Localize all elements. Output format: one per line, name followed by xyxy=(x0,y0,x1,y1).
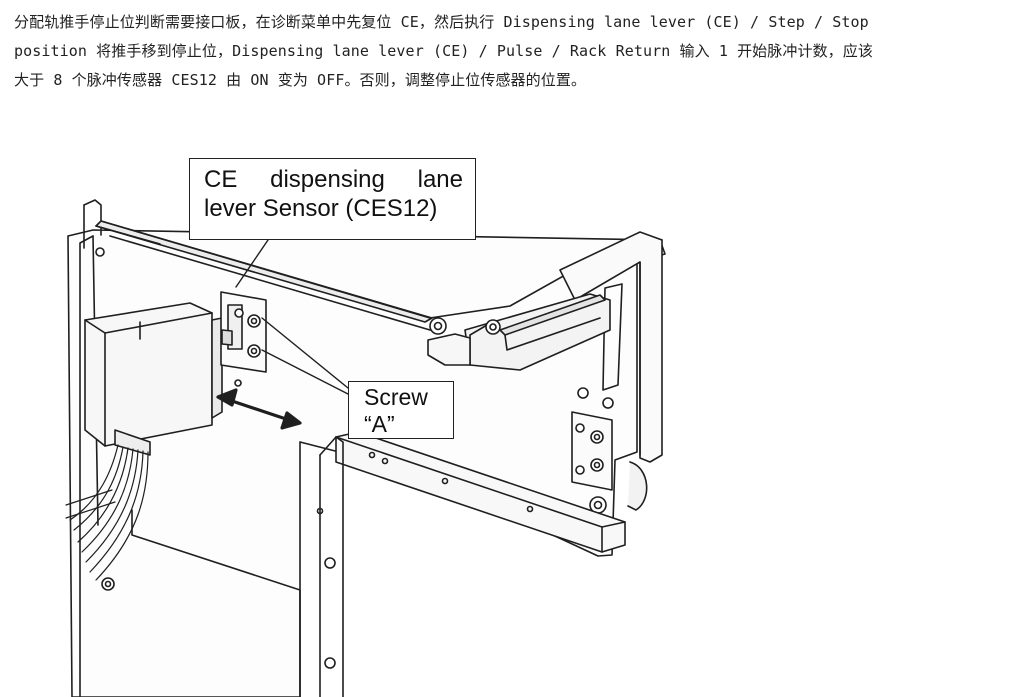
leader-lines xyxy=(235,239,349,395)
sensor-plate xyxy=(220,291,267,387)
instruction-line-1: 分配轨推手停止位判断需要接口板，在诊断菜单中先复位 CE，然后执行 Dispen… xyxy=(14,13,869,31)
sensor-callout-word-1: CE xyxy=(204,166,238,193)
sensor-callout-word-2: dispensing xyxy=(270,166,385,193)
screw-callout: Screw “A” xyxy=(348,381,454,439)
sensor-callout-word-3: lane xyxy=(417,166,463,193)
mechanism-drawing xyxy=(65,199,666,697)
right-sensor-block xyxy=(571,387,648,514)
instruction-line-2: position 将推手移到停止位，Dispensing lane lever … xyxy=(14,42,873,60)
stepper-motor xyxy=(84,302,223,456)
screw-callout-line-1: Screw xyxy=(364,384,428,410)
movement-arrow xyxy=(216,388,302,430)
screw-callout-line-2: “A” xyxy=(364,411,395,437)
instruction-line-3: 大于 8 个脉冲传感器 CES12 由 ON 变为 OFF。否则，调整停止位传感… xyxy=(14,71,587,89)
instruction-paragraph: 分配轨推手停止位判断需要接口板，在诊断菜单中先复位 CE，然后执行 Dispen… xyxy=(14,8,1018,95)
right-bracket xyxy=(559,231,663,463)
sensor-callout-line-1: CE dispensing lane xyxy=(204,165,463,194)
mechanism-diagram: CE dispensing lane lever Sensor (CES12) … xyxy=(0,140,1030,697)
sensor-callout: CE dispensing lane lever Sensor (CES12) xyxy=(189,158,476,240)
wiring-harness xyxy=(65,444,149,581)
carriage-block xyxy=(427,293,611,371)
front-bracket xyxy=(316,431,626,697)
left-plate-screws xyxy=(95,247,115,591)
sensor-callout-line-2: lever Sensor (CES12) xyxy=(204,195,438,222)
